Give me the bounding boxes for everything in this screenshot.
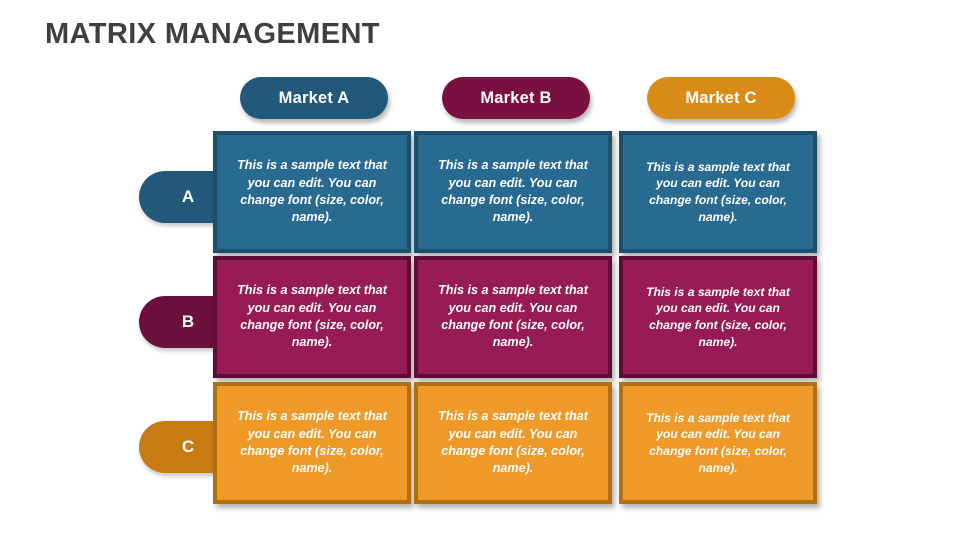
column-header-market-b[interactable]: Market B	[442, 77, 590, 119]
column-header-label: Market C	[685, 88, 757, 107]
row-label-c[interactable]: C	[139, 421, 217, 473]
row-label-text: B	[181, 312, 195, 331]
matrix-cell-b-market-a[interactable]: This is a sample text that you can edit.…	[213, 256, 411, 378]
matrix-cell-body: This is a sample text that you can edit.…	[217, 135, 407, 249]
matrix-cell-c-market-b[interactable]: This is a sample text that you can edit.…	[414, 382, 612, 504]
matrix-cell-text: This is a sample text that you can edit.…	[237, 409, 387, 476]
matrix-cell-text: This is a sample text that you can edit.…	[237, 283, 387, 350]
column-header-market-a[interactable]: Market A	[240, 77, 388, 119]
matrix-cell-b-market-b[interactable]: This is a sample text that you can edit.…	[414, 256, 612, 378]
column-header-market-c[interactable]: Market C	[647, 77, 795, 119]
matrix-cell-body: This is a sample text that you can edit.…	[418, 135, 608, 249]
matrix-cell-text: This is a sample text that you can edit.…	[438, 158, 588, 225]
row-label-a[interactable]: A	[139, 171, 217, 223]
matrix-cell-a-market-a[interactable]: This is a sample text that you can edit.…	[213, 131, 411, 253]
matrix-cell-text: This is a sample text that you can edit.…	[646, 159, 790, 224]
matrix-cell-body: This is a sample text that you can edit.…	[217, 260, 407, 374]
matrix-cell-a-market-c[interactable]: This is a sample text that you can edit.…	[619, 131, 817, 253]
matrix-cell-body: This is a sample text that you can edit.…	[623, 135, 813, 249]
matrix-cell-text: This is a sample text that you can edit.…	[646, 284, 790, 349]
matrix-cell-body: This is a sample text that you can edit.…	[217, 386, 407, 500]
row-label-b[interactable]: B	[139, 296, 217, 348]
matrix-cell-a-market-b[interactable]: This is a sample text that you can edit.…	[414, 131, 612, 253]
matrix-cell-b-market-c[interactable]: This is a sample text that you can edit.…	[619, 256, 817, 378]
row-label-text: A	[181, 187, 195, 206]
row-label-text: C	[181, 437, 195, 456]
column-header-label: Market A	[278, 88, 350, 107]
matrix-cell-body: This is a sample text that you can edit.…	[623, 386, 813, 500]
matrix-cell-text: This is a sample text that you can edit.…	[646, 410, 790, 475]
page-title: MATRIX MANAGEMENT	[45, 18, 380, 50]
matrix-cell-body: This is a sample text that you can edit.…	[418, 386, 608, 500]
matrix-cell-text: This is a sample text that you can edit.…	[438, 409, 588, 476]
matrix-cell-text: This is a sample text that you can edit.…	[237, 158, 387, 225]
matrix-cell-c-market-c[interactable]: This is a sample text that you can edit.…	[619, 382, 817, 504]
matrix-cell-c-market-a[interactable]: This is a sample text that you can edit.…	[213, 382, 411, 504]
matrix-cell-body: This is a sample text that you can edit.…	[418, 260, 608, 374]
matrix-cell-body: This is a sample text that you can edit.…	[623, 260, 813, 374]
column-header-label: Market B	[480, 88, 552, 107]
matrix-cell-text: This is a sample text that you can edit.…	[438, 283, 588, 350]
